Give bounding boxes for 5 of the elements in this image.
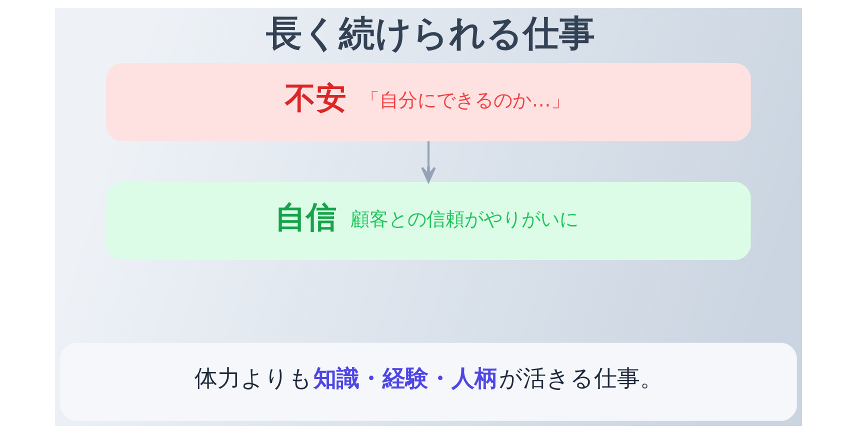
arrow (421, 141, 436, 183)
node-box: 自信 顧客との信頼がやりがいに (106, 182, 751, 260)
diagram-title: 長く続けられる仕事 (266, 14, 596, 55)
node-box: 不安 「自分にできるのか…」 (106, 63, 751, 142)
node-box: 体力よりも知識・経験・人柄が活きる仕事。 (60, 342, 797, 421)
